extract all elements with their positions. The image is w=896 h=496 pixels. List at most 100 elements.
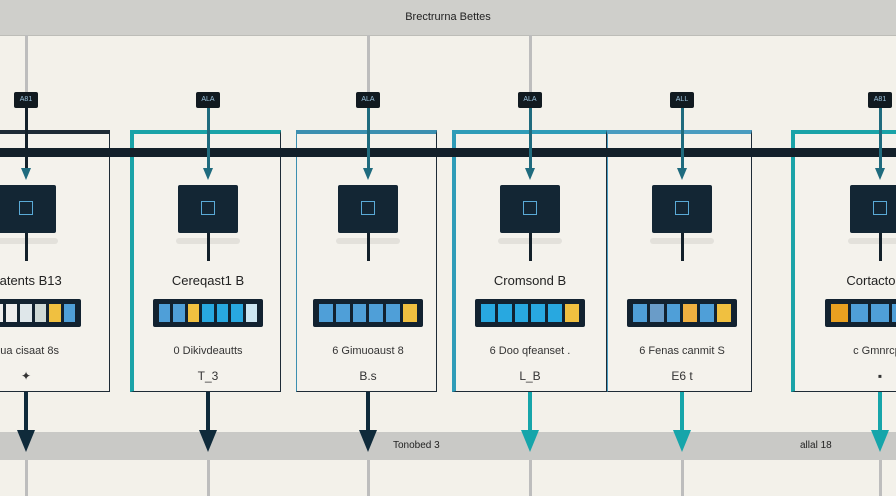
progress-segment <box>49 304 61 322</box>
progress-segment <box>352 304 367 322</box>
progress-segment <box>369 304 384 322</box>
node-tag[interactable]: A81 <box>14 92 38 108</box>
panel-subtitle: 0 Dikivdeautts <box>173 345 243 357</box>
arrow-down-icon <box>521 430 539 452</box>
connector-line <box>367 35 370 92</box>
connector-line <box>879 108 882 168</box>
connector-line <box>25 35 28 92</box>
progress-segment <box>851 304 869 322</box>
progress-segment <box>481 304 495 322</box>
progress-bar <box>475 299 585 327</box>
status-icon: ✦ <box>20 369 32 383</box>
node-tag[interactable]: A81 <box>868 92 892 108</box>
progress-segment <box>548 304 563 322</box>
arrow-down-icon <box>203 168 213 180</box>
monitor-icon <box>0 185 56 233</box>
progress-segment <box>891 304 896 322</box>
progress-segment <box>202 304 214 322</box>
panel-subtitle: 6 Gimuoaust 8 <box>332 345 404 357</box>
status-icon: ▪ <box>877 369 883 383</box>
monitor-icon <box>652 185 712 233</box>
progress-segment <box>231 304 243 322</box>
progress-segment <box>871 304 889 322</box>
main-bus-bar <box>0 148 896 157</box>
progress-segment <box>700 304 715 322</box>
panel-subtitle: 6 Doo qfeanset . <box>489 345 571 357</box>
connector-line <box>681 233 684 261</box>
connector-line <box>207 108 210 168</box>
panel-title: Catents B13 <box>0 273 62 288</box>
progress-segment <box>187 304 200 322</box>
progress-segment <box>403 304 417 322</box>
connector-line <box>529 460 532 496</box>
arrow-down-icon <box>359 430 377 452</box>
connector-line <box>529 233 532 261</box>
connector-line <box>528 392 532 432</box>
connector-line <box>25 460 28 496</box>
connector-line <box>680 392 684 432</box>
progress-segment <box>386 304 401 322</box>
progress-segment <box>173 304 185 322</box>
progress-segment <box>34 304 47 322</box>
process-panel[interactable] <box>0 130 110 392</box>
connector-line <box>25 108 28 168</box>
node-tag[interactable]: ALA <box>518 92 542 108</box>
panel-subtitle: c Gmnrcpu <box>853 345 896 357</box>
connector-line <box>207 233 210 261</box>
progress-segment <box>335 304 350 322</box>
arrow-down-icon <box>363 168 373 180</box>
footer-band <box>0 432 896 460</box>
connector-line <box>529 35 532 92</box>
panel-title: Cereqast1 B <box>171 273 245 288</box>
progress-segment <box>159 304 171 322</box>
connector-line <box>367 460 370 496</box>
arrow-down-icon <box>677 168 687 180</box>
progress-segment <box>245 304 257 322</box>
arrow-down-icon <box>525 168 535 180</box>
arrow-down-icon <box>673 430 691 452</box>
connector-line <box>207 35 210 92</box>
node-tag[interactable]: ALA <box>196 92 220 108</box>
monitor-icon <box>178 185 238 233</box>
arrow-down-icon <box>199 430 217 452</box>
panel-title: Cortactortie <box>846 273 896 288</box>
monitor-stand <box>0 238 58 244</box>
connector-line <box>366 392 370 432</box>
connector-line <box>367 233 370 261</box>
monitor-icon <box>850 185 896 233</box>
connector-line <box>681 460 684 496</box>
status-icon: T_3 <box>197 369 219 383</box>
progress-bar <box>825 299 896 327</box>
progress-segment <box>649 304 664 322</box>
arrow-down-icon <box>871 430 889 452</box>
connector-line <box>207 460 210 496</box>
progress-segment <box>5 304 18 322</box>
panel-title: Cromsond B <box>493 273 567 288</box>
progress-segment <box>497 304 512 322</box>
connector-line <box>25 233 28 261</box>
progress-bar <box>153 299 263 327</box>
panel-subtitle: 6 Fenas canmit S <box>639 345 725 357</box>
connector-line <box>878 392 882 432</box>
status-icon: L_B <box>519 369 541 383</box>
progress-segment <box>514 304 529 322</box>
status-icon: B.s <box>359 369 377 383</box>
progress-segment <box>319 304 333 322</box>
node-tag[interactable]: ALA <box>356 92 380 108</box>
progress-segment <box>216 304 229 322</box>
monitor-icon <box>338 185 398 233</box>
progress-segment <box>666 304 681 322</box>
progress-bar <box>627 299 737 327</box>
connector-line <box>206 392 210 432</box>
panel-subtitle: Sua cisaat 8s <box>0 345 60 357</box>
monitor-icon <box>500 185 560 233</box>
progress-segment <box>0 304 3 322</box>
connector-line <box>367 108 370 168</box>
node-tag[interactable]: ALL <box>670 92 694 108</box>
connector-line <box>529 108 532 168</box>
footer-label: allal 18 <box>800 440 832 451</box>
progress-segment <box>633 304 647 322</box>
connector-line <box>879 460 882 496</box>
progress-bar <box>0 299 81 327</box>
progress-segment <box>717 304 731 322</box>
